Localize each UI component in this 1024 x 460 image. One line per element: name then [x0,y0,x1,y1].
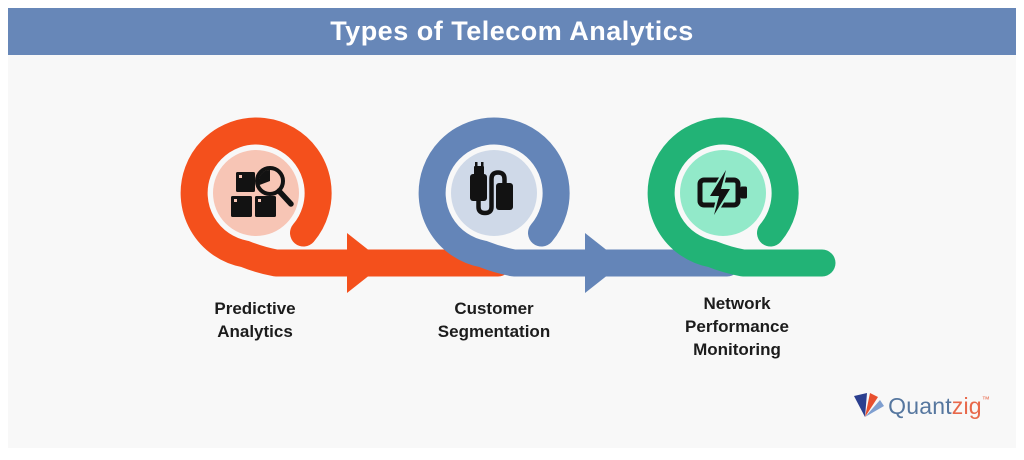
item-label-predictive-analytics: Predictive Analytics [214,299,296,341]
arrowhead-icon-1 [347,233,385,293]
trademark-symbol: ™ [981,395,990,404]
inner-disc-2 [451,150,537,236]
quantzig-logo: Quant zig ™ [854,393,990,420]
analytics-search-icon [231,166,294,217]
brand-name-prefix: Quant [888,393,952,419]
loop-graphic-customer-segmentation [418,117,741,293]
page-title: Types of Telecom Analytics [330,16,694,46]
item-label-network-performance-monitoring: Network Performance Monitoring [685,294,789,359]
loop-graphic-predictive-analytics [180,117,512,293]
brand-name-suffix: zig [951,393,982,419]
usb-cable-icon [470,162,513,216]
arrowhead-icon-2 [585,233,623,293]
loop-graphic-network-monitoring [647,117,836,277]
battery-charging-icon [697,168,747,217]
brand-mark-icon [854,393,885,417]
brand-wordmark: Quant zig ™ [888,393,990,420]
inner-disc-1 [213,150,299,236]
loop-path-2 [418,117,741,277]
header-bar: Types of Telecom Analytics [8,8,1016,55]
loop-path-3 [647,117,836,277]
loop-path-1 [180,117,512,277]
item-label-customer-segmentation: Customer Segmentation [437,299,551,341]
